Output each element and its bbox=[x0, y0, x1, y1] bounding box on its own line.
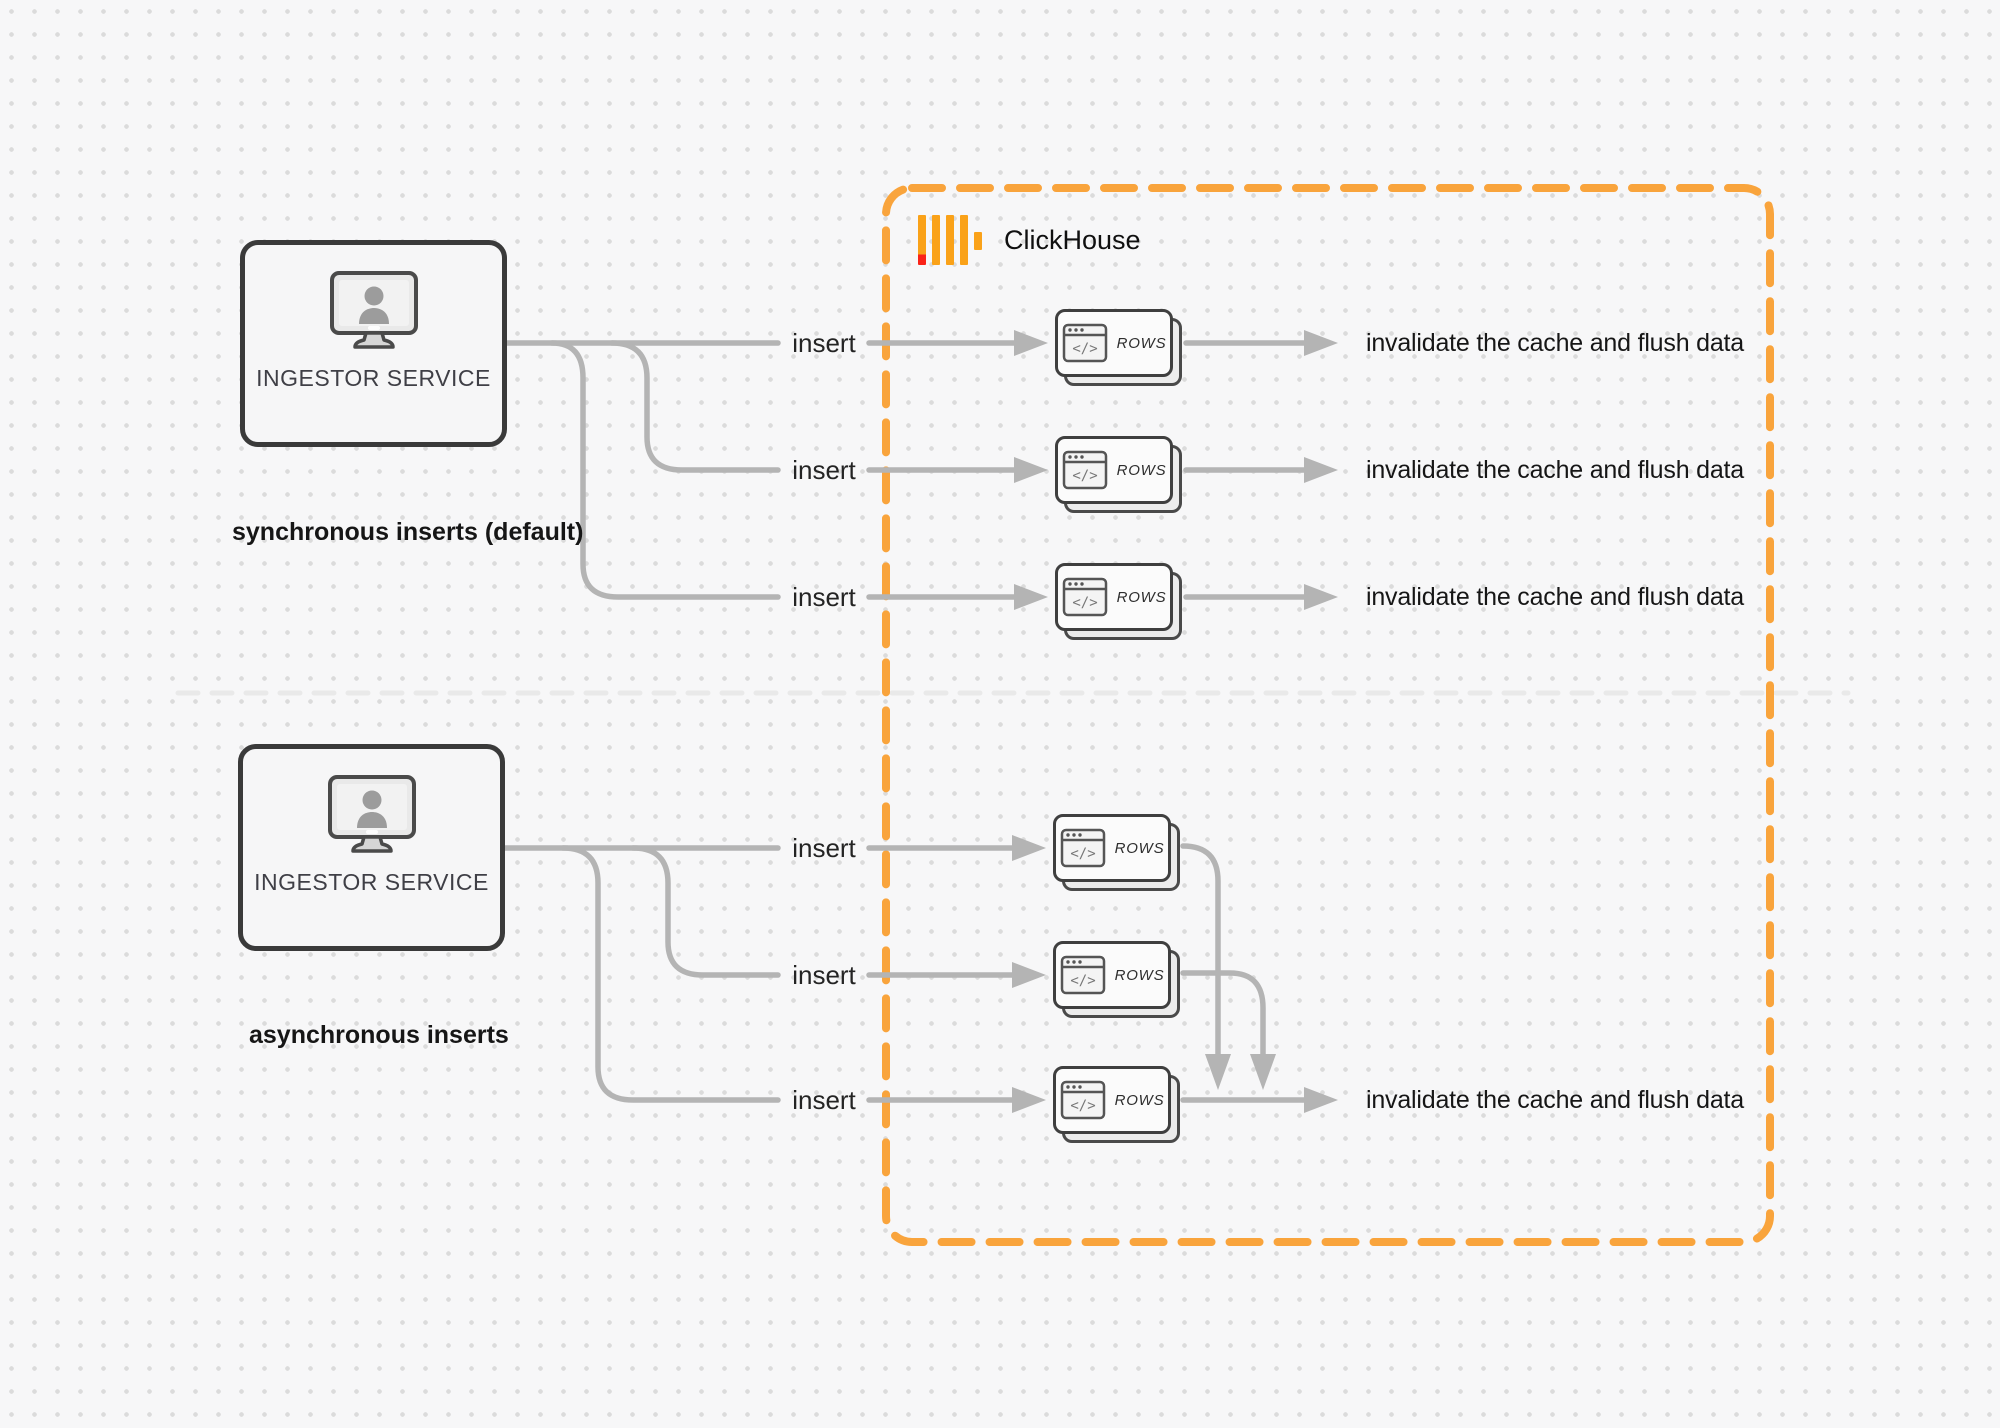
async-wire-branch-2 bbox=[630, 845, 781, 978]
ingestor-service-label: INGESTOR SERVICE bbox=[254, 869, 489, 895]
result-label: invalidate the cache and flush data bbox=[1366, 329, 1744, 357]
rows-label: ROWS bbox=[1116, 461, 1167, 479]
result-label: invalidate the cache and flush data bbox=[1366, 583, 1744, 611]
ingestor-service-box-async: INGESTOR SERVICE bbox=[238, 744, 505, 951]
rows-label: ROWS bbox=[1114, 966, 1165, 984]
svg-text:</>: </> bbox=[1070, 846, 1095, 862]
rows-label: ROWS bbox=[1116, 334, 1167, 352]
async-flush-wire-2 bbox=[1180, 970, 1266, 1057]
sync-wire-branch-2 bbox=[609, 340, 781, 473]
async-section-caption: asynchronous inserts bbox=[249, 1021, 509, 1049]
insert-label: insert bbox=[792, 582, 856, 612]
insert-label: insert bbox=[792, 960, 856, 990]
rows-table-card: </> ROWS bbox=[1055, 563, 1182, 640]
rows-label: ROWS bbox=[1114, 1091, 1165, 1109]
sync-section-caption: synchronous inserts (default) bbox=[232, 518, 584, 546]
rows-table-card: </> ROWS bbox=[1055, 436, 1182, 513]
monitor-user-icon bbox=[327, 775, 416, 853]
insert-label: insert bbox=[792, 1085, 856, 1115]
ingestor-service-box-sync: INGESTOR SERVICE bbox=[240, 240, 507, 447]
insert-label: insert bbox=[792, 833, 856, 863]
clickhouse-header: ClickHouse bbox=[918, 215, 1141, 265]
result-label: invalidate the cache and flush data bbox=[1366, 1086, 1744, 1114]
rows-table-card: </> ROWS bbox=[1053, 941, 1180, 1018]
result-label: invalidate the cache and flush data bbox=[1366, 456, 1744, 484]
svg-text:</>: </> bbox=[1070, 1098, 1095, 1114]
sync-wire-branch-3 bbox=[549, 340, 781, 600]
async-flush-wire-1 bbox=[1180, 843, 1221, 1057]
rows-table-card: </> ROWS bbox=[1053, 814, 1180, 891]
svg-text:</>: </> bbox=[1070, 973, 1095, 989]
async-wire-branch-3 bbox=[560, 845, 781, 1103]
rows-label: ROWS bbox=[1116, 588, 1167, 606]
insert-label: insert bbox=[792, 455, 856, 485]
clickhouse-boundary bbox=[882, 184, 1774, 1246]
monitor-user-icon bbox=[329, 271, 418, 349]
code-window-icon: </> bbox=[1060, 1080, 1105, 1120]
svg-text:</>: </> bbox=[1072, 341, 1097, 357]
svg-text:</>: </> bbox=[1072, 595, 1097, 611]
rows-table-card: </> ROWS bbox=[1055, 309, 1182, 386]
insert-label: insert bbox=[792, 328, 856, 358]
clickhouse-logo-icon bbox=[918, 215, 982, 265]
rows-table-card: </> ROWS bbox=[1053, 1066, 1180, 1143]
code-window-icon: </> bbox=[1060, 828, 1105, 868]
ingestor-service-label: INGESTOR SERVICE bbox=[256, 365, 491, 391]
code-window-icon: </> bbox=[1060, 955, 1105, 995]
rows-label: ROWS bbox=[1114, 839, 1165, 857]
clickhouse-title: ClickHouse bbox=[1004, 224, 1141, 255]
code-window-icon: </> bbox=[1062, 577, 1107, 617]
code-window-icon: </> bbox=[1062, 450, 1107, 490]
code-window-icon: </> bbox=[1062, 323, 1107, 363]
svg-text:</>: </> bbox=[1072, 468, 1097, 484]
